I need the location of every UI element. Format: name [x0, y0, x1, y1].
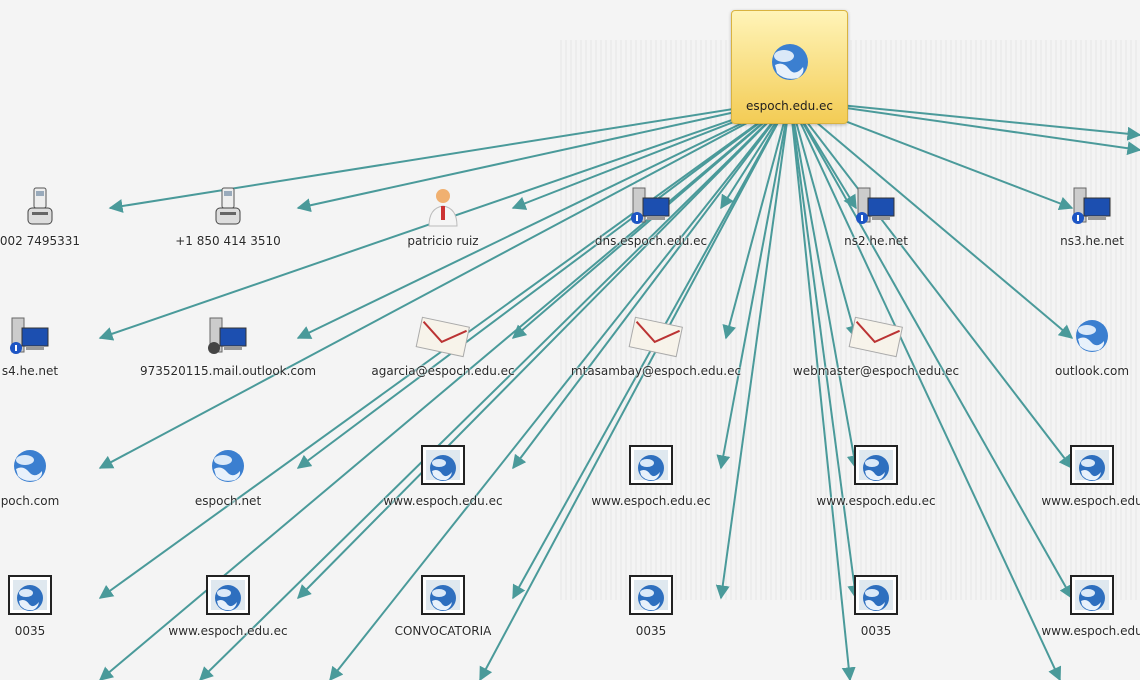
graph-node-label: ns3.he.net — [1060, 234, 1124, 248]
edge-arrow — [789, 99, 1074, 339]
graph-node[interactable]: poch.com — [0, 444, 130, 508]
website-icon — [992, 444, 1140, 492]
graph-node-label: poch.com — [0, 494, 60, 508]
graph-node[interactable]: www.espoch.edu.ec — [551, 444, 751, 508]
root-node-espoch[interactable]: espoch.edu.ec — [731, 10, 848, 124]
graph-node[interactable]: s4.he.net — [0, 314, 130, 378]
graph-node-label: mtasambay@espoch.edu.ec — [570, 364, 742, 378]
phone-icon — [128, 184, 328, 232]
globe-icon — [0, 444, 130, 492]
nameserver-icon — [776, 184, 976, 232]
graph-node-label: 002 7495331 — [0, 234, 81, 248]
graph-node-label: 0035 — [635, 624, 667, 638]
graph-node-label: www.espoch.edu.ec — [591, 494, 711, 508]
graph-node-label: www.espoch.edu — [1041, 624, 1140, 638]
graph-node[interactable]: www.espoch.edu.ec — [776, 444, 976, 508]
globe-icon — [992, 314, 1140, 362]
edge-arrow — [789, 99, 1140, 156]
edge-arrow — [479, 99, 791, 680]
edge-arrow — [329, 99, 791, 680]
website-icon — [551, 574, 751, 622]
edge-arrow — [715, 99, 791, 600]
phone-icon — [0, 184, 140, 232]
edge-arrow — [789, 99, 1140, 141]
graph-node-label: ns2.he.net — [844, 234, 908, 248]
website-icon — [0, 574, 130, 622]
graph-node[interactable]: espoch.net — [128, 444, 328, 508]
graph-node-label: www.espoch.edu — [1041, 494, 1140, 508]
edge-arrow — [789, 99, 1073, 470]
edge-arrow — [789, 99, 860, 340]
email-icon — [776, 314, 976, 362]
graph-node[interactable]: CONVOCATORIA — [343, 574, 543, 638]
graph-node[interactable]: webmaster@espoch.edu.ec — [776, 314, 976, 378]
graph-node[interactable]: patricio ruiz — [343, 184, 543, 248]
edge-arrow — [789, 99, 1073, 600]
graph-node-label: webmaster@espoch.edu.ec — [792, 364, 960, 378]
edge-arrow — [789, 99, 856, 680]
edge-arrow — [722, 99, 791, 340]
email-icon — [556, 314, 756, 362]
graph-node[interactable]: 002 7495331 — [0, 184, 140, 248]
website-icon — [343, 574, 543, 622]
graph-node-label: +1 850 414 3510 — [175, 234, 281, 248]
edge-arrow — [512, 99, 791, 470]
graph-node-label: www.espoch.edu.ec — [168, 624, 288, 638]
graph-node-label: 973520115.mail.outlook.com — [139, 364, 317, 378]
website-icon — [992, 574, 1140, 622]
root-node-label: espoch.edu.ec — [745, 99, 833, 113]
edge-arrow — [199, 99, 791, 680]
graph-node-label: www.espoch.edu.ec — [383, 494, 503, 508]
graph-node[interactable]: www.espoch.edu.ec — [128, 574, 328, 638]
graph-node-label: s4.he.net — [1, 364, 59, 378]
graph-node[interactable]: 973520115.mail.outlook.com — [128, 314, 328, 378]
website-icon — [343, 444, 543, 492]
edge-arrow — [789, 99, 1062, 680]
website-icon — [128, 574, 328, 622]
graph-node[interactable]: www.espoch.edu — [992, 444, 1140, 508]
website-icon — [551, 444, 751, 492]
edge-arrow — [296, 99, 791, 339]
graph-node-label: agarcia@espoch.edu.ec — [371, 364, 515, 378]
graph-node-label: CONVOCATORIA — [394, 624, 492, 638]
graph-node[interactable]: mtasambay@espoch.edu.ec — [556, 314, 756, 378]
graph-node[interactable]: www.espoch.edu.ec — [343, 444, 543, 508]
edge-arrow — [716, 99, 791, 470]
graph-node[interactable]: outlook.com — [992, 314, 1140, 378]
graph-node[interactable]: +1 850 414 3510 — [128, 184, 328, 248]
nameserver-icon — [551, 184, 751, 232]
mailserver-icon — [128, 314, 328, 362]
website-icon — [776, 574, 976, 622]
graph-node-label: dns.espoch.edu.ec — [594, 234, 708, 248]
globe-icon — [771, 44, 808, 80]
nameserver-icon — [0, 314, 130, 362]
graph-node[interactable]: 0035 — [551, 574, 751, 638]
graph-node[interactable]: www.espoch.edu — [992, 574, 1140, 638]
graph-node[interactable]: dns.espoch.edu.ec — [551, 184, 751, 248]
person-icon — [343, 184, 543, 232]
graph-node-label: www.espoch.edu.ec — [816, 494, 936, 508]
graph-node[interactable]: ns2.he.net — [776, 184, 976, 248]
graph-node-label: outlook.com — [1054, 364, 1130, 378]
graph-node[interactable]: 0035 — [0, 574, 130, 638]
graph-node-label: 0035 — [14, 624, 46, 638]
nameserver-icon — [992, 184, 1140, 232]
graph-node[interactable]: 0035 — [776, 574, 976, 638]
edge-arrow — [297, 99, 791, 599]
edge-arrow — [789, 99, 862, 600]
graph-node-label: patricio ruiz — [407, 234, 479, 248]
website-icon — [776, 444, 976, 492]
edge-arrow — [296, 99, 791, 469]
edge-arrow — [296, 99, 791, 213]
email-icon — [343, 314, 543, 362]
graph-node-label: 0035 — [860, 624, 892, 638]
graph-node[interactable]: ns3.he.net — [992, 184, 1140, 248]
edge-arrow — [98, 99, 791, 469]
edge-arrow — [789, 99, 861, 470]
globe-icon — [128, 444, 328, 492]
graph-node[interactable]: agarcia@espoch.edu.ec — [343, 314, 543, 378]
graph-node-label: espoch.net — [194, 494, 262, 508]
